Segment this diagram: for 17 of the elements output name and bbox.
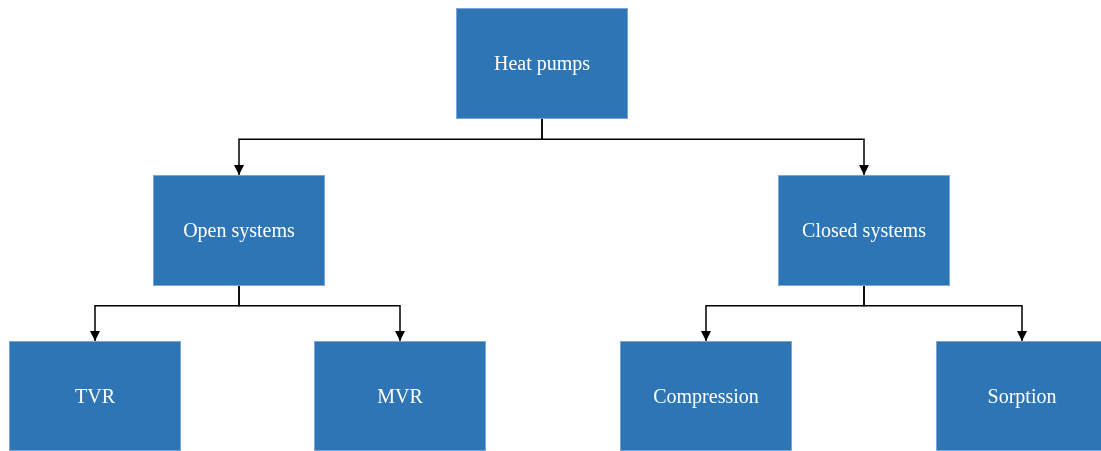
category-box xyxy=(936,341,1101,451)
category-box xyxy=(153,175,325,286)
category-box xyxy=(9,341,181,451)
box-label: Open systems xyxy=(183,219,295,242)
connector-arrow xyxy=(863,285,1027,342)
box-label: Closed systems xyxy=(802,219,926,242)
category-box xyxy=(778,175,950,286)
box-label: TVR xyxy=(75,384,115,408)
connector-arrow xyxy=(238,285,405,342)
connector-arrow xyxy=(541,118,869,176)
box-label: Sorption xyxy=(987,384,1057,408)
category-box xyxy=(314,341,486,451)
box-label: MVR xyxy=(377,384,423,408)
category-box xyxy=(456,8,628,119)
box-label: Heat pumps xyxy=(493,52,591,75)
box-label: Compression xyxy=(653,384,759,408)
category-box xyxy=(620,341,792,451)
